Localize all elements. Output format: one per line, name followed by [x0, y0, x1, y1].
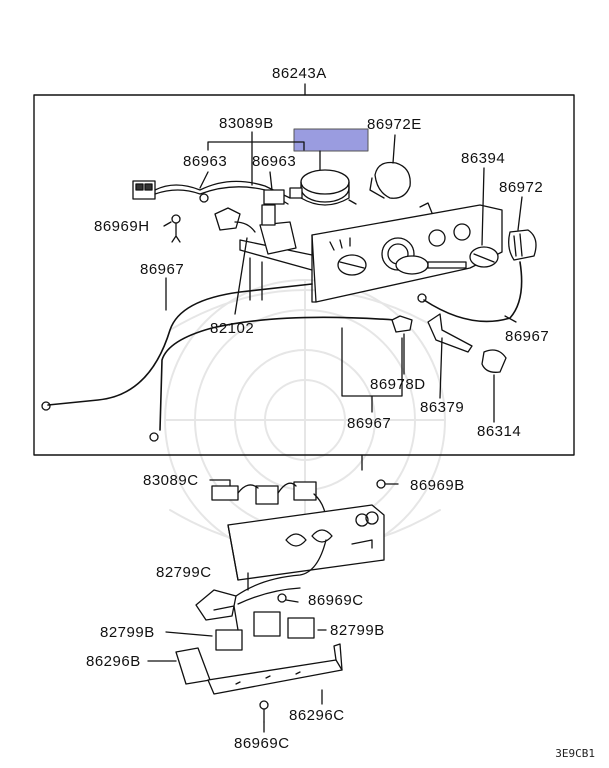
leader-86972: [517, 196, 523, 231]
screw-86969C-upper: [277, 593, 299, 603]
panel-bracket: [239, 204, 313, 301]
label-part: 86296B: [86, 653, 141, 670]
leader-86967-right: [504, 315, 517, 323]
screw-86969H: [171, 214, 181, 243]
label-part: 86967: [347, 415, 392, 432]
leader-86963-a: [199, 171, 209, 189]
label-part: 86963: [252, 153, 297, 170]
leader-86963-b: [269, 171, 273, 191]
label-part: 82799B: [100, 624, 155, 641]
bracket-86296B: [175, 647, 211, 685]
control-panel: [311, 202, 503, 303]
label-part: 83089B: [219, 115, 274, 132]
leader-86394: [481, 167, 485, 246]
cable-86967-left: [47, 283, 313, 406]
connectors-83089C: [211, 481, 327, 521]
label-part: 86969C: [308, 592, 364, 609]
label-part: 82799C: [156, 564, 212, 581]
lower-panel: [227, 504, 385, 581]
cap-86972E: [369, 161, 411, 199]
screw-86969B: [376, 479, 399, 489]
harness-top-left: [132, 180, 291, 205]
cable-end-left: [41, 401, 51, 411]
harness-82799C: [195, 539, 327, 621]
lever-86379: [427, 313, 473, 353]
bracket-86296C: [207, 643, 343, 695]
knob-86972: [508, 229, 537, 261]
label-part: 86972: [499, 179, 544, 196]
leader-82799B-left: [165, 631, 213, 637]
screw-86969C-lower: [259, 700, 269, 723]
assembly-frame: [33, 94, 575, 456]
label-part: 86379: [420, 399, 465, 416]
knob-86394: [469, 246, 499, 268]
cable-end-low: [149, 432, 159, 442]
label-assembly: 86243A: [272, 65, 327, 82]
figure-code: 3E9CB1: [555, 747, 595, 760]
label-part: 86394: [461, 150, 506, 167]
relays-82799B: [213, 605, 315, 651]
label-part: 82102: [210, 320, 255, 337]
label-part: 86978D: [370, 376, 426, 393]
label-part: 86969H: [94, 218, 150, 235]
leader-86969H: [163, 221, 172, 227]
leader-86972E: [392, 134, 396, 164]
label-part: 86969C: [234, 735, 290, 752]
leader-83089C: [209, 479, 231, 487]
label-part: 86296C: [289, 707, 345, 724]
label-part: 86963: [183, 153, 228, 170]
cable-end-right: [417, 293, 427, 303]
leader-82102: [234, 237, 248, 315]
clip-86978D: [391, 315, 413, 333]
cable-86967-left-b: [159, 316, 396, 431]
knob-86314: [481, 349, 507, 373]
label-part: 86967: [505, 328, 550, 345]
label-part: 86969B: [410, 477, 465, 494]
harness-82102: [214, 207, 256, 233]
leader-86967-bottom: [341, 327, 403, 413]
blower-switch: [289, 169, 357, 206]
label-part: 86314: [477, 423, 522, 440]
label-part: 83089C: [143, 472, 199, 489]
label-part: 82799B: [330, 622, 385, 639]
leader-83089B: [207, 131, 305, 186]
label-part: 86972E: [367, 116, 422, 133]
label-part: 86967: [140, 261, 185, 278]
highlight-box: [293, 128, 369, 152]
leader-86379: [439, 337, 443, 399]
